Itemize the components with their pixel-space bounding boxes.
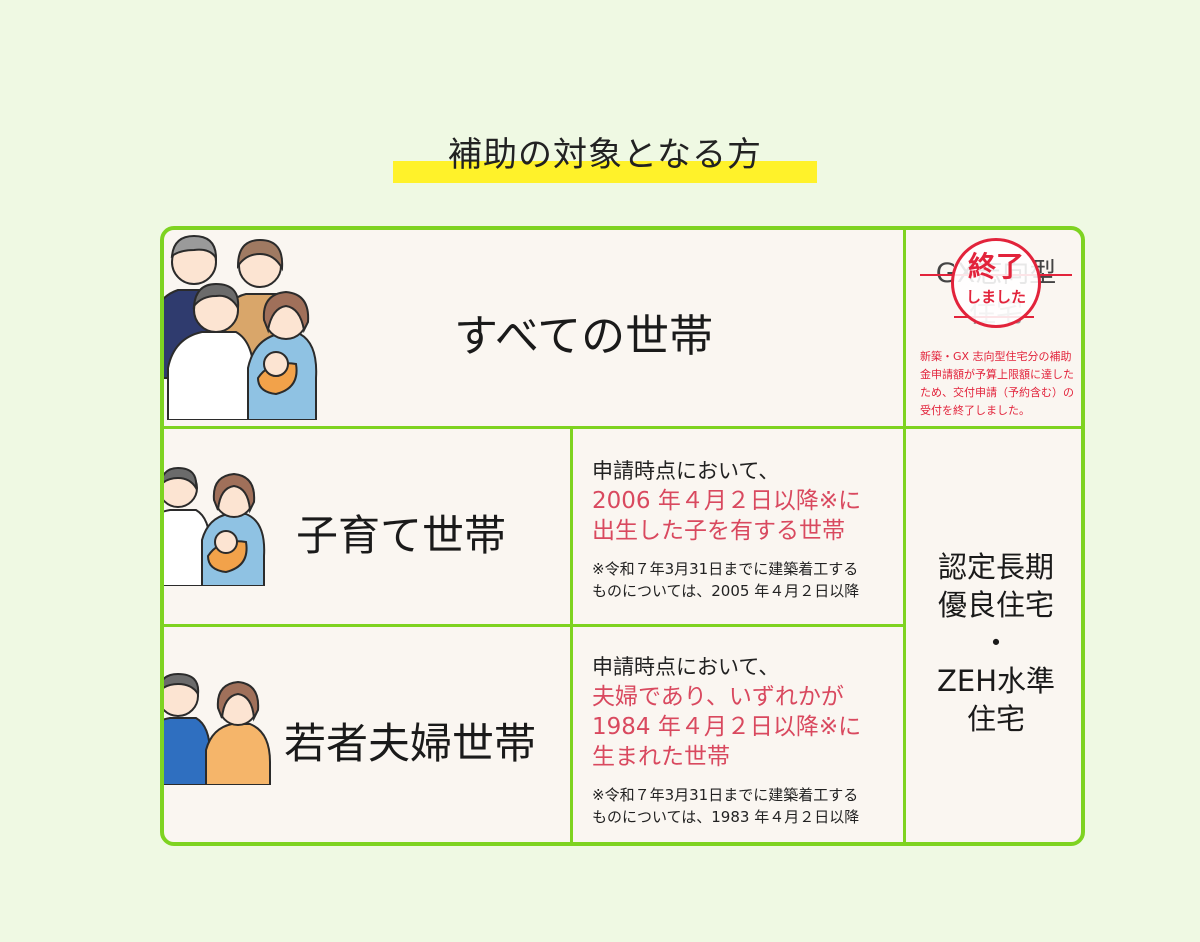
- row-young-lead: 申請時点において、: [592, 655, 780, 679]
- row-young-condition-2: 1984 年４月２日以降※に: [592, 714, 862, 740]
- row-child-title: 子育て世帯: [296, 511, 507, 560]
- row-divider-2: [164, 624, 904, 627]
- row-young-condition-3: 生まれた世帯: [592, 744, 730, 770]
- housing-line-2: 優良住宅: [937, 588, 1054, 622]
- stamp-bottom-text: しました: [965, 288, 1026, 306]
- row-young-title: 若者夫婦世帯: [284, 719, 537, 768]
- row-all-title: すべての世帯: [454, 311, 714, 362]
- col-divider-right: [903, 230, 906, 842]
- family-three-generations-illustration: [164, 230, 320, 424]
- heading-highlight: [393, 161, 817, 183]
- row-child-note-1: ※令和７年3月31日までに建築着工する: [592, 560, 859, 578]
- row-young-note-2: ものについては、1983 年４月２日以降: [592, 808, 860, 826]
- housing-type-label: 認定長期 優良住宅 ・ ZEH水準 住宅: [906, 548, 1081, 738]
- row-young-condition-1: 夫婦であり、いずれかが: [592, 684, 844, 710]
- row-young-note-1: ※令和７年3月31日までに建築着工する: [592, 786, 859, 804]
- gx-notice: 新築・GX 志向型住宅分の補助金申請額が予算上限額に達したため、交付申請（予約含…: [920, 350, 1074, 417]
- housing-line-1: 認定長期: [937, 550, 1054, 584]
- stamp-top-text: 終了: [967, 250, 1024, 283]
- row-child-condition-1: 2006 年４月２日以降※に: [592, 488, 862, 514]
- row-divider-1: [164, 426, 1081, 429]
- row-child-lead: 申請時点において、: [592, 459, 780, 483]
- young-couple-illustration: [164, 670, 275, 789]
- housing-line-4: ZEH水準: [937, 664, 1055, 698]
- heading-text: 補助の対象となる方: [448, 135, 762, 175]
- housing-line-5: 住宅: [966, 702, 1025, 736]
- section-heading: 補助の対象となる方: [393, 132, 817, 184]
- housing-line-3: ・: [981, 626, 1011, 660]
- parents-with-baby-illustration: [164, 466, 270, 590]
- row-child-condition-2: 出生した子を有する世帯: [592, 518, 845, 544]
- col-divider-mid: [570, 426, 573, 842]
- ended-stamp: 終了 しました: [951, 238, 1041, 328]
- row-child-note-2: ものについては、2005 年４月２日以降: [592, 582, 860, 600]
